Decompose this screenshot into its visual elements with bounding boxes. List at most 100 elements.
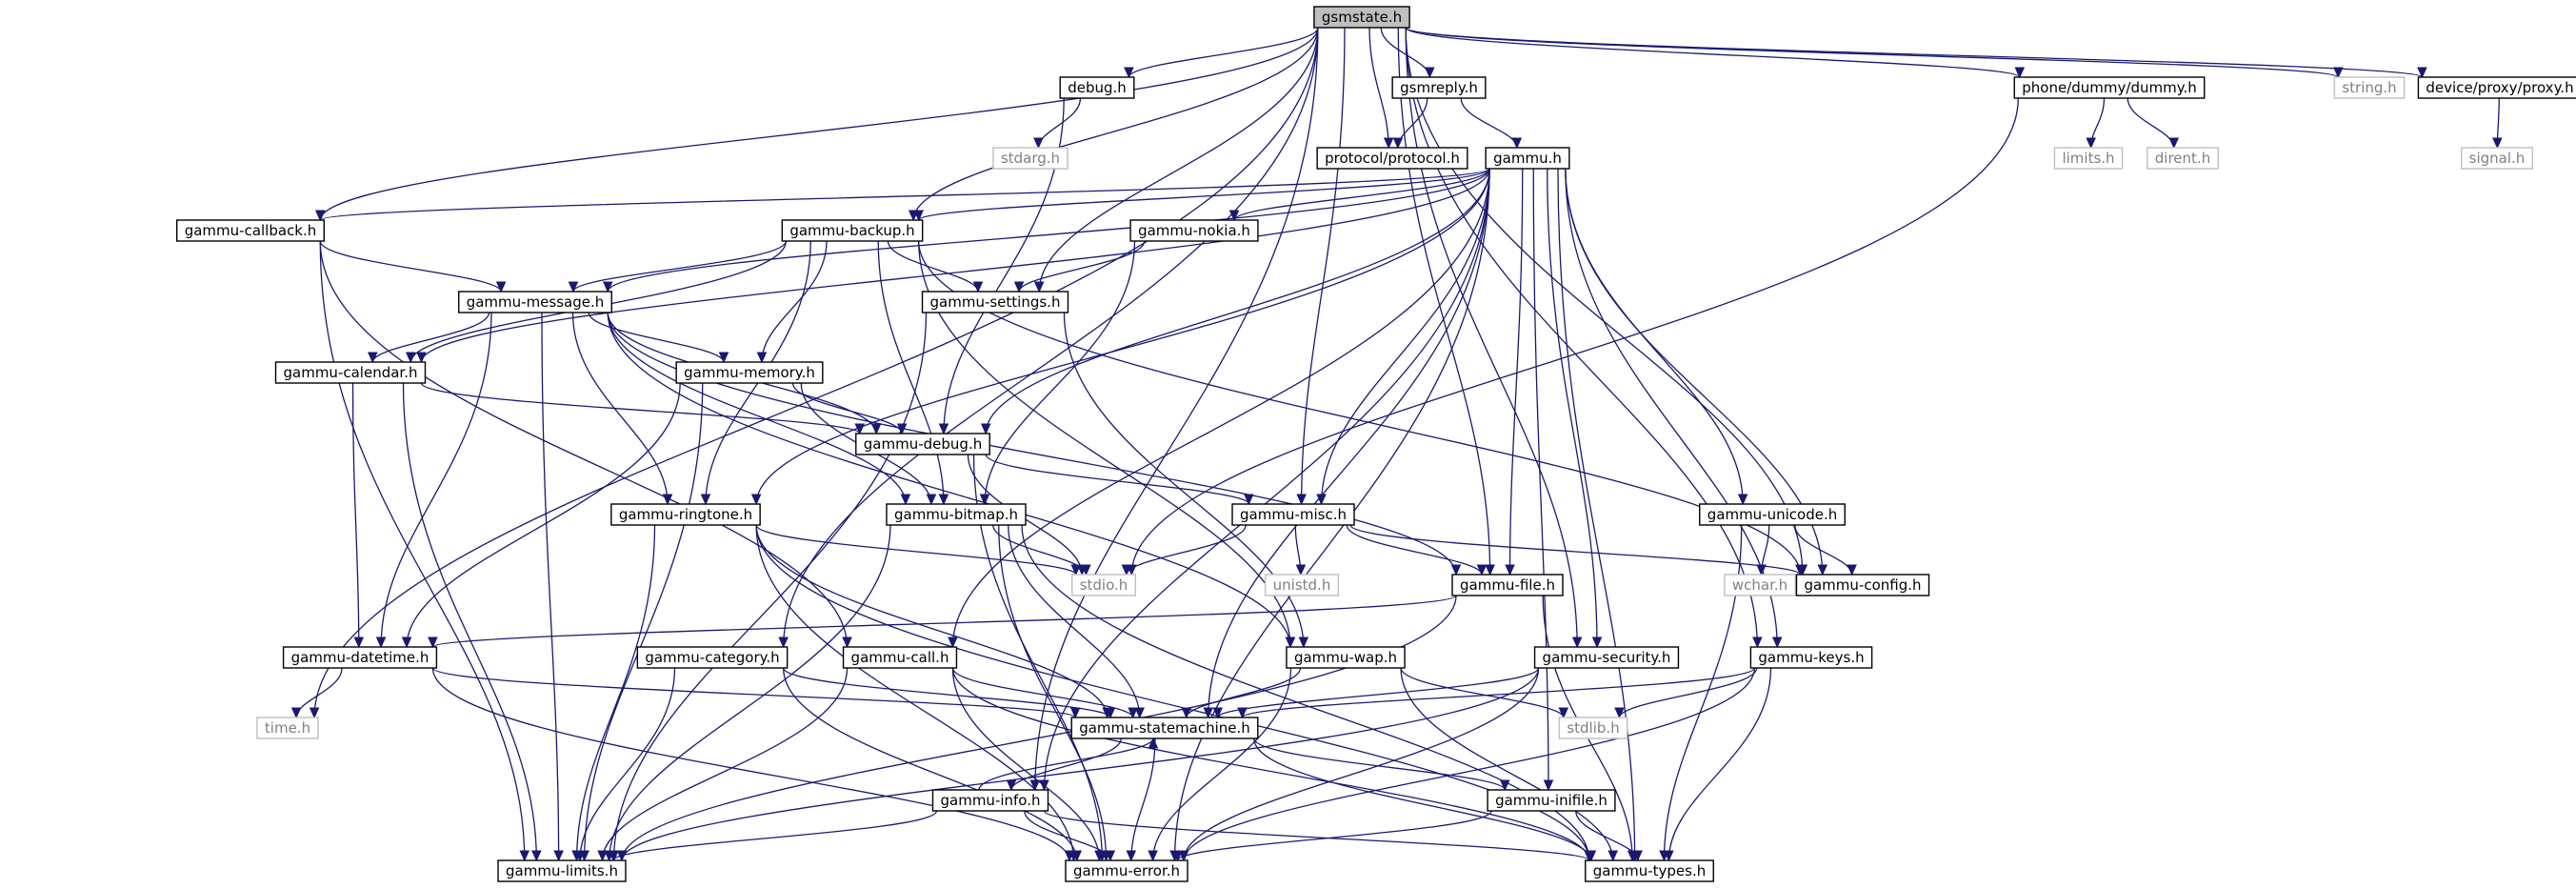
node-dummy[interactable]: phone/dummy/dummy.h [2013, 76, 2206, 99]
edge-arrowhead [938, 494, 949, 506]
edge-arrowhead [1664, 850, 1674, 862]
node-box [282, 646, 438, 669]
edge-gammu-to-calendar [420, 168, 1490, 363]
edge-arrowhead [1500, 779, 1510, 792]
node-label: dirent.h [2155, 150, 2210, 167]
node-nokia[interactable]: gammu-nokia.h [1129, 219, 1259, 242]
edge-wap-to-error [1151, 667, 1292, 861]
edge-arrowhead [608, 850, 619, 862]
node-label: gammu-settings.h [930, 293, 1061, 311]
node-backup[interactable]: gammu-backup.h [781, 219, 924, 242]
edge-arrowhead [2086, 137, 2096, 150]
edge-arrowhead [980, 423, 991, 435]
node-calendar[interactable]: gammu-calendar.h [274, 361, 427, 384]
node-keys[interactable]: gammu-keys.h [1749, 646, 1873, 669]
node-label: time.h [265, 719, 310, 737]
node-call[interactable]: gammu-call.h [842, 646, 958, 669]
node-label: gammu-message.h [467, 293, 605, 311]
node-error[interactable]: gammu-error.h [1065, 859, 1188, 882]
edge-arrowhead [309, 707, 320, 719]
node-box [1749, 646, 1873, 669]
edge-message-to-calendar [371, 312, 490, 363]
edge-bitmap-to-stdio [992, 524, 1088, 576]
node-label: gammu-inifile.h [1495, 792, 1608, 809]
node-statemachine[interactable]: gammu-statemachine.h [1070, 717, 1259, 739]
node-label: gammu-statemachine.h [1079, 719, 1250, 737]
edge-gsmstate-to-settings [1038, 27, 1319, 293]
node-box [1313, 6, 1410, 29]
node-memory[interactable]: gammu-memory.h [675, 361, 824, 384]
node-gammu[interactable]: gammu.h [1485, 147, 1570, 170]
node-box [1070, 717, 1259, 739]
edge-wap-to-stdlib [1400, 667, 1565, 718]
node-file[interactable]: gammu-file.h [1451, 574, 1564, 596]
node-debug[interactable]: debug.h [1059, 76, 1135, 99]
node-info[interactable]: gammu-info.h [931, 789, 1049, 812]
node-wap[interactable]: gammu-wap.h [1286, 646, 1406, 669]
edge-nokia-to-settings [1018, 240, 1146, 293]
edge-arrowhead [1795, 564, 1806, 576]
edge-message-to-datetime [380, 312, 492, 648]
node-label: protocol/protocol.h [1325, 150, 1460, 167]
edge-arrowhead [1450, 564, 1462, 576]
edge-arrowhead [1591, 636, 1603, 649]
edge-bitmap-to-statemachine [1008, 524, 1141, 718]
edge-arrowhead [568, 281, 579, 293]
node-category[interactable]: gammu-category.h [636, 646, 789, 669]
edge-arrowhead [1244, 494, 1254, 506]
node-security[interactable]: gammu-security.h [1533, 646, 1680, 669]
edge-arrowhead [1124, 67, 1134, 79]
node-unicode[interactable]: gammu-unicode.h [1699, 503, 1846, 526]
edge-arrowhead [718, 352, 729, 364]
edge-arrowhead [1571, 636, 1583, 649]
edge-arrowhead [1295, 564, 1307, 576]
node-box [1129, 219, 1259, 242]
node-callback[interactable]: gammu-callback.h [176, 219, 325, 242]
edge-gsmstate-to-keys [1405, 27, 1759, 648]
node-box [855, 433, 990, 455]
node-box [1487, 789, 1616, 812]
node-types[interactable]: gammu-types.h [1585, 859, 1714, 882]
node-inifile[interactable]: gammu-inifile.h [1487, 789, 1616, 812]
node-gsmstate[interactable]: gsmstate.h [1313, 6, 1410, 29]
edge-keys-to-stdlib [1618, 667, 1758, 718]
node-gdebug[interactable]: gammu-debug.h [855, 433, 990, 455]
node-label: gammu-bitmap.h [894, 506, 1018, 523]
edge-arrowhead [1543, 779, 1554, 792]
edge-arrowhead [2333, 67, 2344, 79]
node-config[interactable]: gammu-config.h [1795, 574, 1930, 596]
node-box [610, 503, 761, 526]
node-box [2013, 76, 2206, 99]
edge-call-to-error [951, 667, 1101, 861]
node-settings[interactable]: gammu-settings.h [921, 291, 1069, 313]
edge-arrowhead [1632, 850, 1643, 862]
edge-gammu-to-security [1547, 168, 1598, 648]
node-message[interactable]: gammu-message.h [458, 291, 612, 313]
edge-arrowhead [290, 707, 302, 719]
edge-message-to-memory [588, 312, 725, 363]
edge-arrowhead [1614, 707, 1625, 719]
node-box [2417, 76, 2576, 99]
node-datetime[interactable]: gammu-datetime.h [282, 646, 438, 669]
node-box [497, 859, 627, 882]
edge-arrowhead [1237, 707, 1248, 719]
node-proxy[interactable]: device/proxy/proxy.h [2417, 76, 2576, 99]
edge-gsmstate-to-security [1405, 27, 1578, 648]
node-misc[interactable]: gammu-misc.h [1231, 503, 1355, 526]
node-gsmreply[interactable]: gsmreply.h [1391, 76, 1487, 99]
edge-info-to-types [1043, 810, 1590, 861]
edge-arrowhead [1071, 850, 1083, 862]
edge-arrowhead [900, 494, 911, 506]
edge-memory-to-gdebug [791, 382, 903, 434]
edge-arrowhead [1148, 850, 1158, 862]
node-ringtone[interactable]: gammu-ringtone.h [610, 503, 761, 526]
edge-arrowhead [1228, 210, 1240, 222]
node-label: gammu.h [1493, 150, 1562, 167]
node-protocol[interactable]: protocol/protocol.h [1316, 147, 1468, 170]
node-glimits[interactable]: gammu-limits.h [497, 859, 627, 882]
edge-arrowhead [750, 494, 762, 506]
node-label: gammu-nokia.h [1138, 222, 1250, 239]
edge-arrowhead [1847, 564, 1857, 576]
edge-arrowhead [1584, 850, 1595, 862]
node-bitmap[interactable]: gammu-bitmap.h [886, 503, 1027, 526]
